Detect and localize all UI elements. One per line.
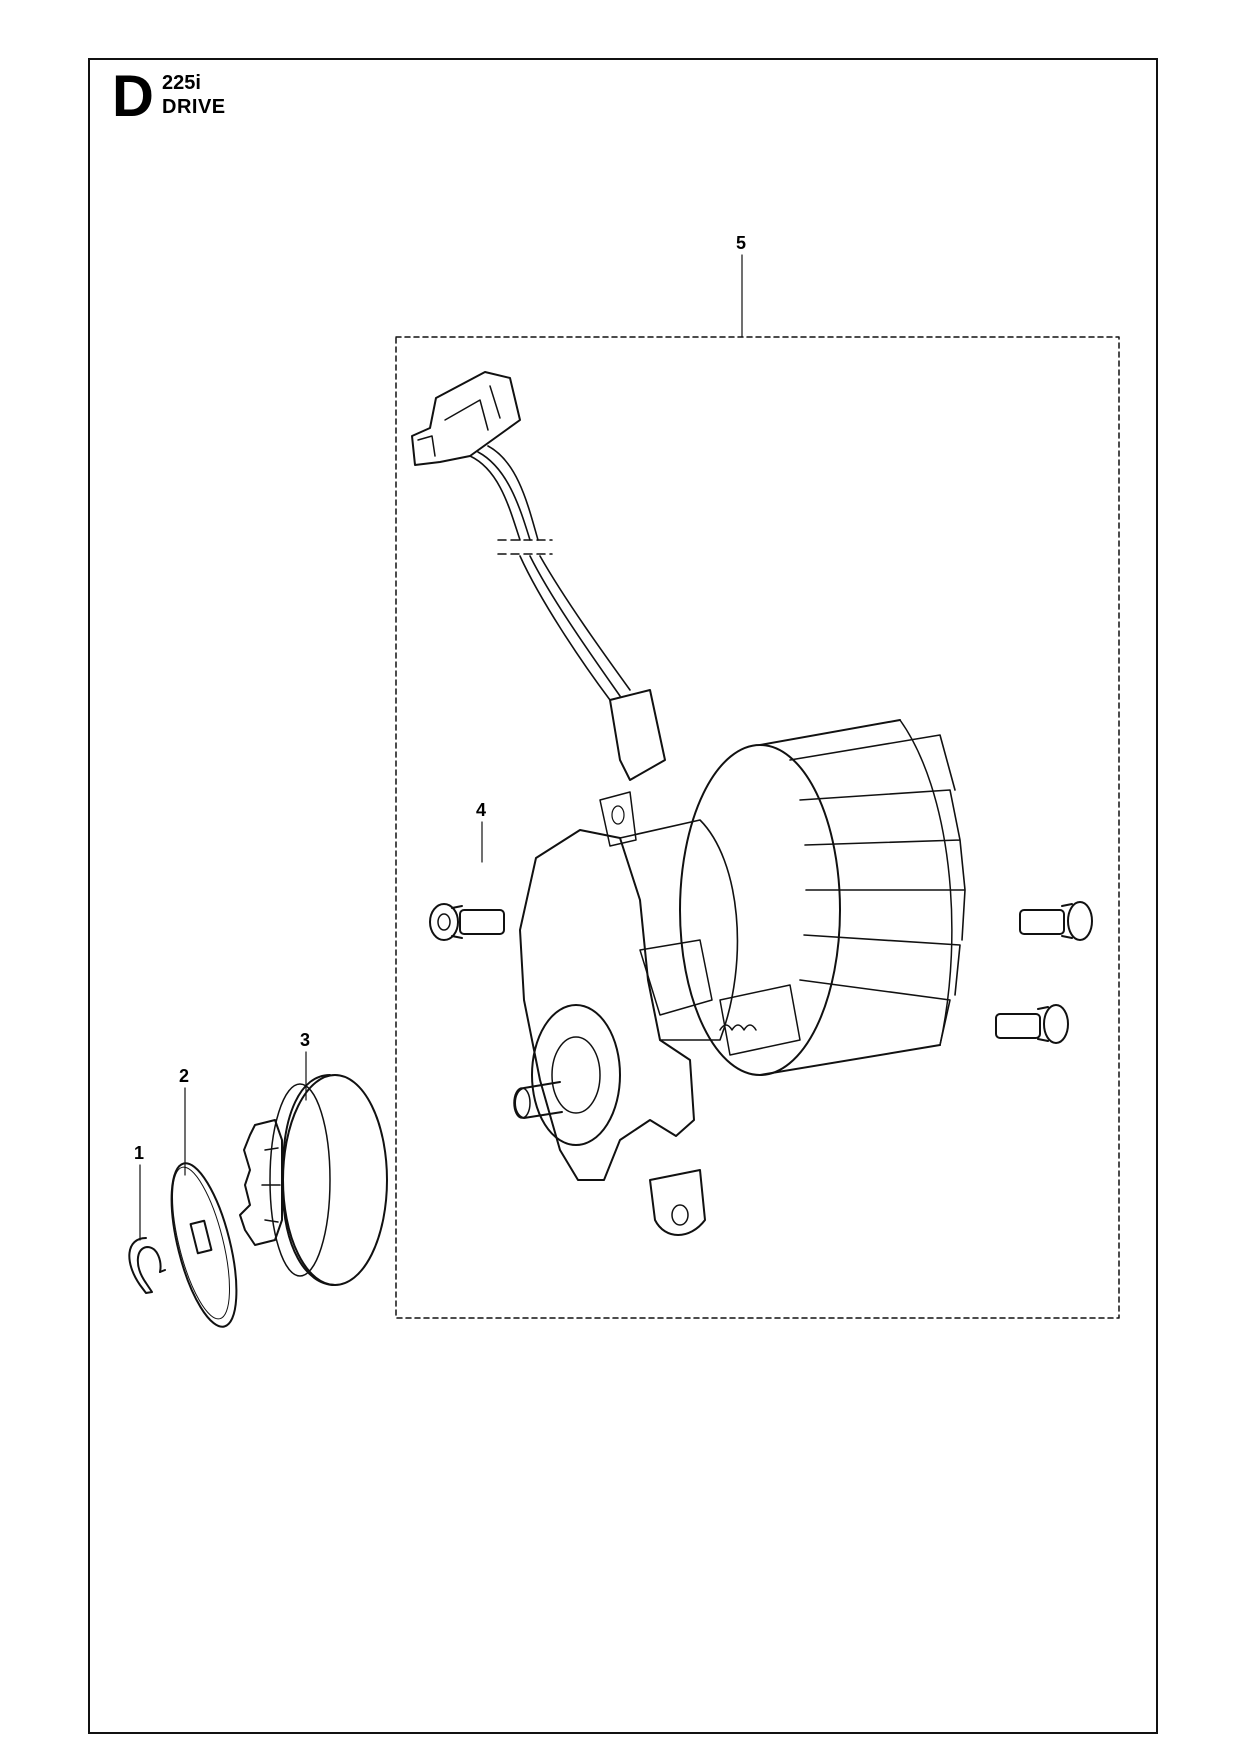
model-number: 225i [162,72,201,94]
page-frame [88,58,1158,1734]
screw-icon [1019,901,1093,941]
callout-5: 5 [736,233,746,253]
assembly-group-box [395,336,1120,1319]
callout-2: 2 [179,1066,189,1086]
washer-icon [170,1162,238,1328]
section-letter: D [112,64,154,129]
circlip-icon [128,1237,166,1294]
screw-icon [995,1004,1069,1044]
motor-assembly-icon [411,371,966,1236]
page-title: DRIVE [162,96,226,118]
callout-1: 1 [134,1143,144,1163]
callout-4: 4 [476,800,486,820]
clutch-drum-sprocket-icon [239,1074,388,1286]
screw-icon [429,903,505,941]
callout-3: 3 [300,1030,310,1050]
